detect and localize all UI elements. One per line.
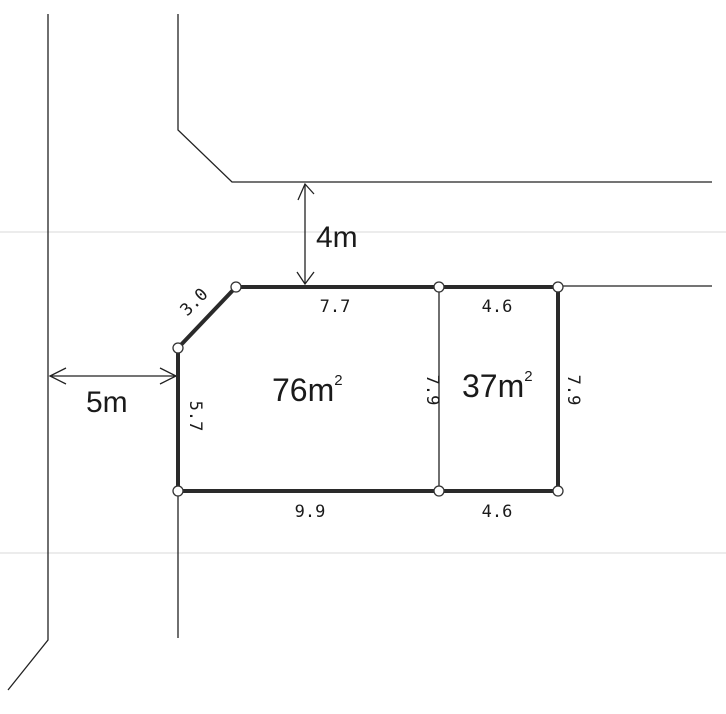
west-road-width-label: 5m <box>86 386 128 419</box>
vertex-marker <box>552 485 564 497</box>
vertex-marker <box>433 281 445 293</box>
north-road-width-label: 4m <box>316 221 358 254</box>
left-lot-area-label: 76m2 <box>272 372 343 408</box>
north-road-arrow-top <box>297 182 315 201</box>
left-side-dimension: 5.7 <box>185 401 205 432</box>
vertex-marker <box>552 281 564 293</box>
right-side-dimension: 7.9 <box>563 375 583 406</box>
right-lot-area-label: 37m2 <box>462 368 533 404</box>
lot-boundary <box>176 285 560 493</box>
north-road-arrow-bottom <box>296 271 315 286</box>
west-road-outer-edge <box>7 14 49 691</box>
vertex-marker <box>230 281 242 293</box>
bottom-right-dimension: 4.6 <box>482 502 513 522</box>
top-right-dimension: 4.6 <box>482 297 513 317</box>
top-left-dimension: 7.7 <box>320 297 351 317</box>
west-road-arrow-left <box>48 367 67 385</box>
north-road-corner-edge <box>177 14 712 183</box>
vertex-marker <box>433 485 445 497</box>
vertex-marker <box>172 485 184 497</box>
bottom-left-dimension: 9.9 <box>295 502 326 522</box>
vertex-marker <box>172 342 184 354</box>
middle-divider-dimension: 7.9 <box>422 375 442 406</box>
